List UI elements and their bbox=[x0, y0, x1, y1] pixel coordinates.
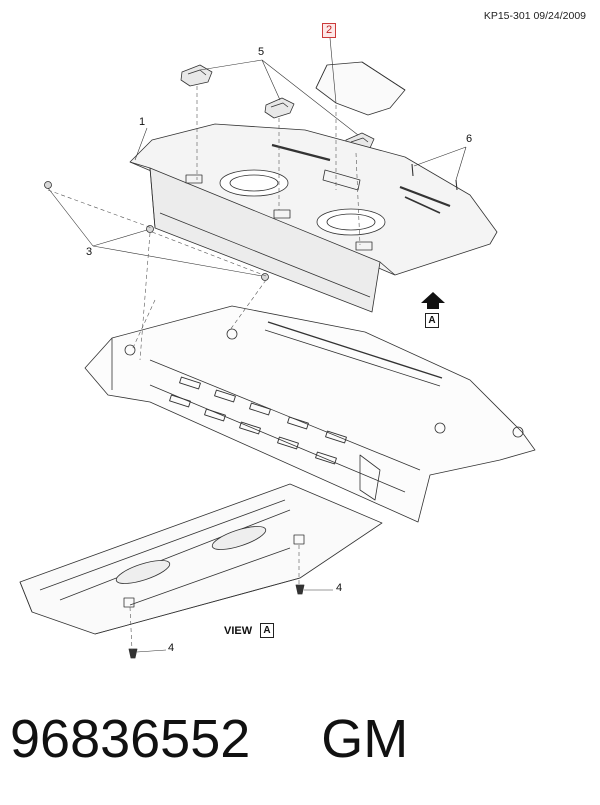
exploded-view-drawing bbox=[19, 37, 536, 659]
leader-line-6a bbox=[413, 146, 467, 167]
callout-1: 1 bbox=[139, 116, 146, 128]
nut-lower bbox=[261, 273, 269, 281]
pin-left bbox=[411, 163, 414, 177]
document-code: KP15-301 09/24/2009 bbox=[483, 10, 586, 22]
leader-line-3a bbox=[47, 187, 94, 247]
leader-line-6b bbox=[455, 146, 467, 181]
leader-line-5b bbox=[261, 59, 281, 101]
clip-upper-left bbox=[180, 64, 213, 87]
callout-5: 5 bbox=[258, 46, 265, 58]
pin-right bbox=[455, 179, 458, 191]
manufacturer-name: GM bbox=[321, 709, 409, 769]
callout-4-right: 4 bbox=[336, 582, 343, 594]
callout-3: 3 bbox=[86, 246, 93, 258]
view-direction-arrow bbox=[421, 292, 445, 309]
leader-line-1 bbox=[134, 127, 148, 161]
nut-upper bbox=[44, 181, 52, 189]
callout-2-highlighted: 2 bbox=[322, 23, 337, 38]
leader-line-5a bbox=[199, 59, 263, 71]
callout-4-left: 4 bbox=[168, 642, 175, 654]
callout-6: 6 bbox=[466, 133, 473, 145]
body-rear-frame bbox=[84, 305, 536, 523]
clip-middle bbox=[264, 97, 295, 119]
view-caption-word: VIEW bbox=[224, 625, 253, 637]
nut-middle bbox=[146, 225, 154, 233]
part-number: 96836552 bbox=[10, 709, 251, 769]
push-pin-right bbox=[295, 584, 305, 595]
leader-line-3c bbox=[92, 245, 263, 277]
lower-trim-panel bbox=[19, 483, 383, 635]
rear-shelf-panel bbox=[129, 123, 498, 313]
leader-line-3b bbox=[92, 229, 148, 247]
leader-line-4b bbox=[136, 649, 167, 653]
leader-line-5c bbox=[261, 59, 359, 136]
insulator-pad bbox=[315, 61, 406, 116]
leader-line-2 bbox=[329, 37, 337, 104]
push-pin-left bbox=[128, 648, 138, 659]
part-footer: 96836552 GM bbox=[10, 704, 600, 784]
view-arrow-label: A bbox=[425, 313, 439, 328]
view-caption-letter: A bbox=[260, 623, 274, 638]
